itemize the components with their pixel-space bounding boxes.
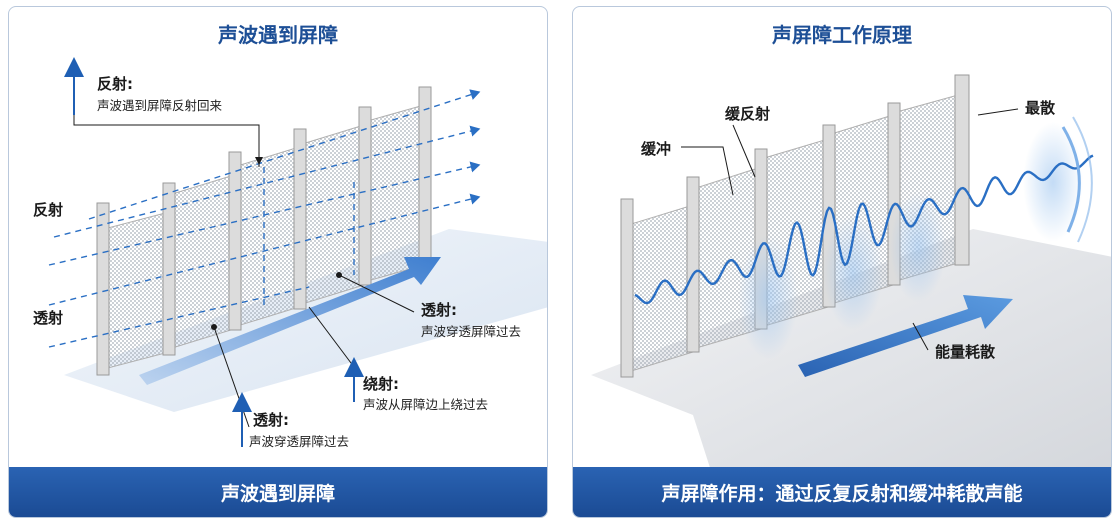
label-dissipate: 能量耗散 [935, 343, 996, 361]
callout-reflect-title: 反射: [97, 75, 133, 93]
right-barrier-illustration [591, 74, 1111, 477]
callout-diffract-desc: 声波从屏障边上绕过去 [363, 397, 489, 412]
callout-lines [681, 108, 1019, 351]
barrier-panel [233, 146, 300, 328]
callout-transmit-right-title: 透射: [421, 301, 457, 319]
barrier-panel [168, 174, 235, 350]
wave-paths [48, 89, 481, 348]
sound-wave-line [634, 154, 1094, 305]
right-panel-title: 声屏障工作原理 [772, 23, 912, 47]
scatter-arcs [1061, 116, 1093, 243]
left-panel: 声波遇到屏障 [8, 6, 548, 518]
barrier-posts [96, 86, 432, 376]
side-label-transmit: 透射 [33, 309, 64, 327]
callout-transmit-bottom-title: 透射: [253, 411, 289, 429]
side-label-reflect: 反射 [33, 201, 64, 219]
barrier-panel [103, 211, 170, 370]
label-buffer: 缓冲 [641, 140, 672, 158]
left-panel-footer: 声波遇到屏障 [9, 467, 547, 517]
callout-transmit-right-desc: 声波穿透屏障过去 [421, 324, 522, 339]
callout-diffract-title: 绕射: [363, 375, 399, 393]
right-panel: 声屏障工作原理 [572, 6, 1112, 518]
barrier-panel [627, 204, 694, 373]
callout-transmit-bottom-desc: 声波穿透屏障过去 [249, 434, 350, 449]
label-scatter: 最散 [1025, 99, 1056, 117]
callout-dot [211, 324, 217, 330]
right-panel-footer: 声屏障作用：通过反复反射和缓冲耗散声能 [573, 467, 1111, 517]
transmit-ground-arrow [139, 257, 441, 385]
callout-arrowhead [255, 157, 263, 165]
left-barrier-illustration [48, 57, 547, 447]
dissipate-ground-arrow [798, 295, 1013, 377]
callout-dot [336, 272, 342, 278]
callout-reflect-desc: 声波遇到屏障反射回来 [97, 98, 223, 113]
left-panel-title: 声波遇到屏障 [218, 23, 338, 47]
label-slow-reflect: 缓反射 [725, 105, 771, 123]
barrier-panel [363, 104, 425, 283]
